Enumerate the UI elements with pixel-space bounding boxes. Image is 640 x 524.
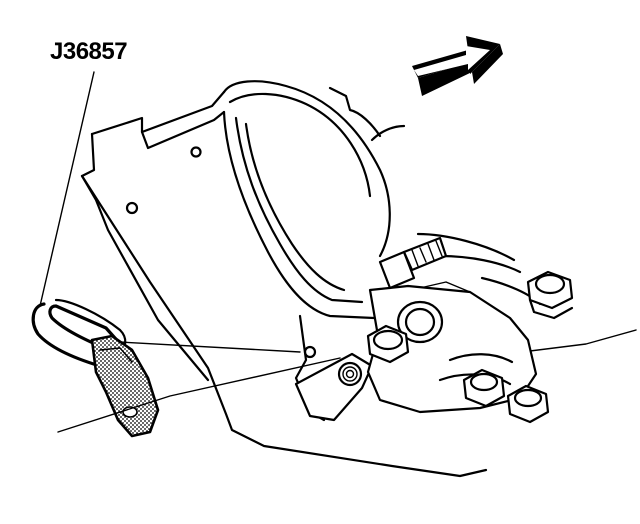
bolt-left [366,324,410,364]
bolt-bottom-right [506,384,550,424]
threaded-stud [378,236,448,290]
bolt-center [462,368,506,408]
direction-arrow-icon [412,36,503,96]
callout-leader-line [39,71,95,307]
tool-callout-label: J36857 [50,38,128,65]
tool-hook-icon [31,298,160,438]
guide-line-upper [119,341,301,353]
bolt-top-right [526,270,574,320]
guide-line-lower [57,357,341,433]
tensioner-bracket [294,352,374,422]
